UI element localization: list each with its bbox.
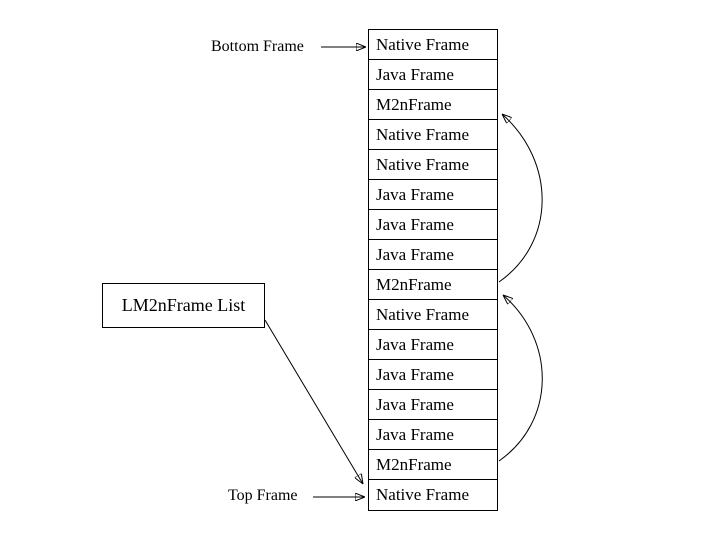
lm2nframe-list-box: LM2nFrame List — [102, 283, 265, 328]
stack-row: Native Frame — [376, 485, 469, 504]
stack-row: Native Frame — [369, 150, 497, 180]
stack-row: M2nFrame — [369, 270, 497, 300]
stack-row: Native Frame — [369, 30, 497, 60]
stack-row: M2nFrame — [369, 450, 497, 480]
stack-row: Java Frame — [369, 210, 497, 240]
m2nframe-link-arrow-lower — [498, 295, 543, 462]
stack-row: Native Frame — [369, 120, 497, 150]
stack-row: Java Frame — [369, 420, 497, 450]
stack-row: Java Frame — [369, 60, 497, 90]
lm2nframe-list-label: LM2nFrame List — [121, 295, 246, 315]
stack-row: Java Frame — [369, 240, 497, 270]
stack-row: Java Frame — [369, 360, 497, 390]
bottom-frame-label: Bottom Frame — [211, 38, 304, 55]
stack-row: Native Frame — [369, 300, 497, 330]
top-frame-label: Top Frame — [228, 487, 298, 504]
stack-row: Java Frame — [369, 330, 497, 360]
stack-row: Java Frame — [369, 390, 497, 420]
m2nframe-link-arrow-upper — [498, 114, 543, 283]
stack-row: Java Frame — [369, 180, 497, 210]
frame-stack: Native Frame Java Frame M2nFrame Native … — [368, 29, 498, 511]
stack-row: M2nFrame — [369, 90, 497, 120]
list-to-top-frame-arrow — [264, 319, 363, 484]
